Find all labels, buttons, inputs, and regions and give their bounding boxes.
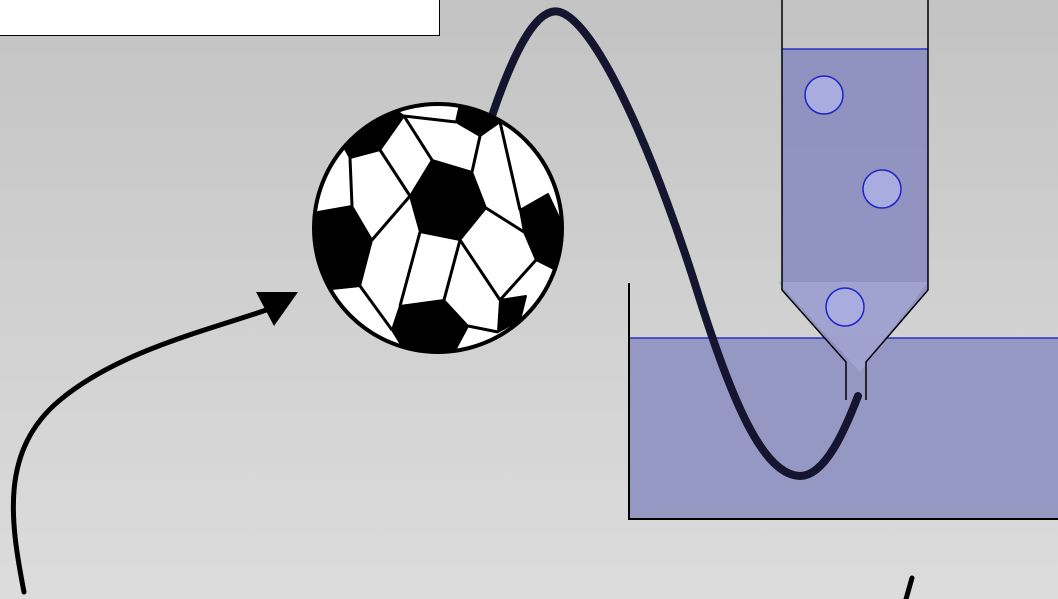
bubble-icon bbox=[825, 287, 865, 327]
partial-stroke bbox=[903, 575, 915, 599]
soccer-ball-icon bbox=[312, 102, 564, 354]
beaker-wall bbox=[628, 283, 1058, 520]
bubble-icon bbox=[862, 169, 902, 209]
pipette-outline bbox=[781, 0, 929, 400]
pipette bbox=[778, 0, 929, 400]
flexible-tube bbox=[484, 7, 862, 481]
arrow-shaft bbox=[10, 305, 275, 595]
label-box bbox=[0, 0, 440, 36]
arrow-head bbox=[256, 292, 298, 326]
pipette-funnel-highlight bbox=[778, 282, 928, 372]
curved-arrow-icon bbox=[10, 292, 298, 595]
bubble-icon bbox=[804, 75, 844, 115]
